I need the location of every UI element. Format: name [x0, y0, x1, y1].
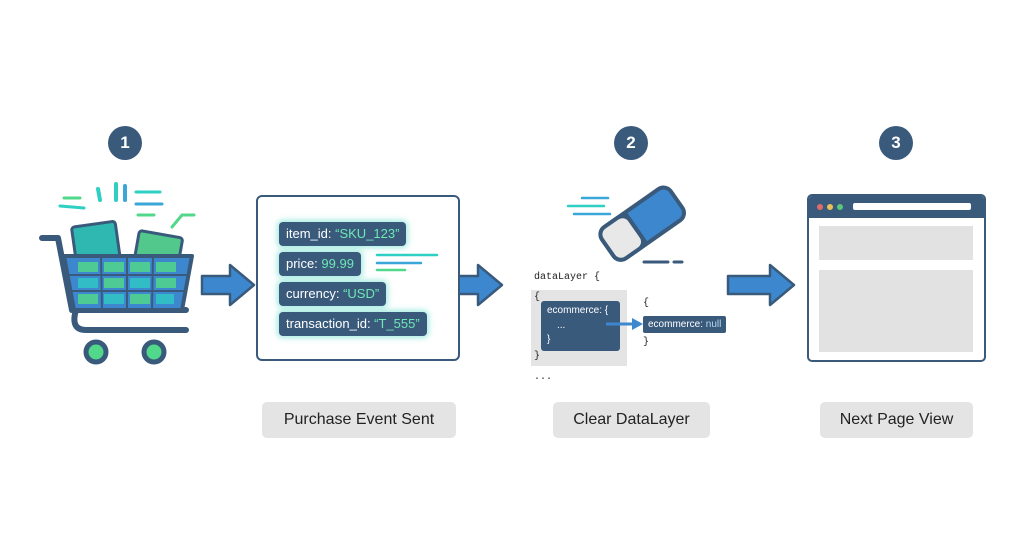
arrow-right-icon — [606, 318, 643, 330]
browser-window-icon — [807, 194, 986, 362]
null-close-brace: } — [643, 337, 650, 348]
event-field-transaction-id: transaction_id: “T_555” — [279, 312, 427, 336]
address-bar — [853, 203, 971, 210]
page-header-block — [819, 226, 973, 260]
datalayer-close-brace: } — [534, 351, 541, 362]
minimize-dot — [827, 204, 833, 210]
arrow-right-icon — [200, 263, 256, 307]
label-clear-datalayer: Clear DataLayer — [553, 402, 710, 438]
event-field-price: price: 99.99 — [279, 252, 361, 276]
maximize-dot — [837, 204, 843, 210]
browser-title-bar — [809, 196, 984, 218]
label-purchase-event-sent: Purchase Event Sent — [262, 402, 456, 438]
ecommerce-object — [541, 301, 620, 351]
datalayer-open-brace: { — [534, 292, 541, 303]
step-number-1: 1 — [108, 126, 142, 160]
ecommerce-dots: ... — [557, 320, 566, 331]
motion-lines-icon — [375, 253, 439, 272]
ecommerce-close: } — [547, 334, 551, 345]
ecommerce-null: ecommerce: null — [643, 316, 727, 333]
label-next-page-view: Next Page View — [820, 402, 973, 438]
datalayer-title: dataLayer { — [534, 272, 601, 283]
eraser-icon — [566, 185, 686, 264]
close-dot — [817, 204, 823, 210]
arrow-right-icon — [726, 263, 796, 307]
event-field-currency: currency: “USD” — [279, 282, 387, 306]
null-open-brace: { — [643, 298, 650, 309]
event-field-item-id: item_id: “SKU_123” — [279, 222, 407, 246]
step-number-2: 2 — [614, 126, 648, 160]
step-number-3: 3 — [879, 126, 913, 160]
page-content-block — [819, 270, 973, 352]
purchase-event-card — [256, 195, 460, 361]
datalayer-trailing: ... — [534, 372, 553, 383]
ecommerce-line: ecommerce: { — [547, 305, 609, 316]
shopping-cart-icon — [39, 182, 196, 365]
